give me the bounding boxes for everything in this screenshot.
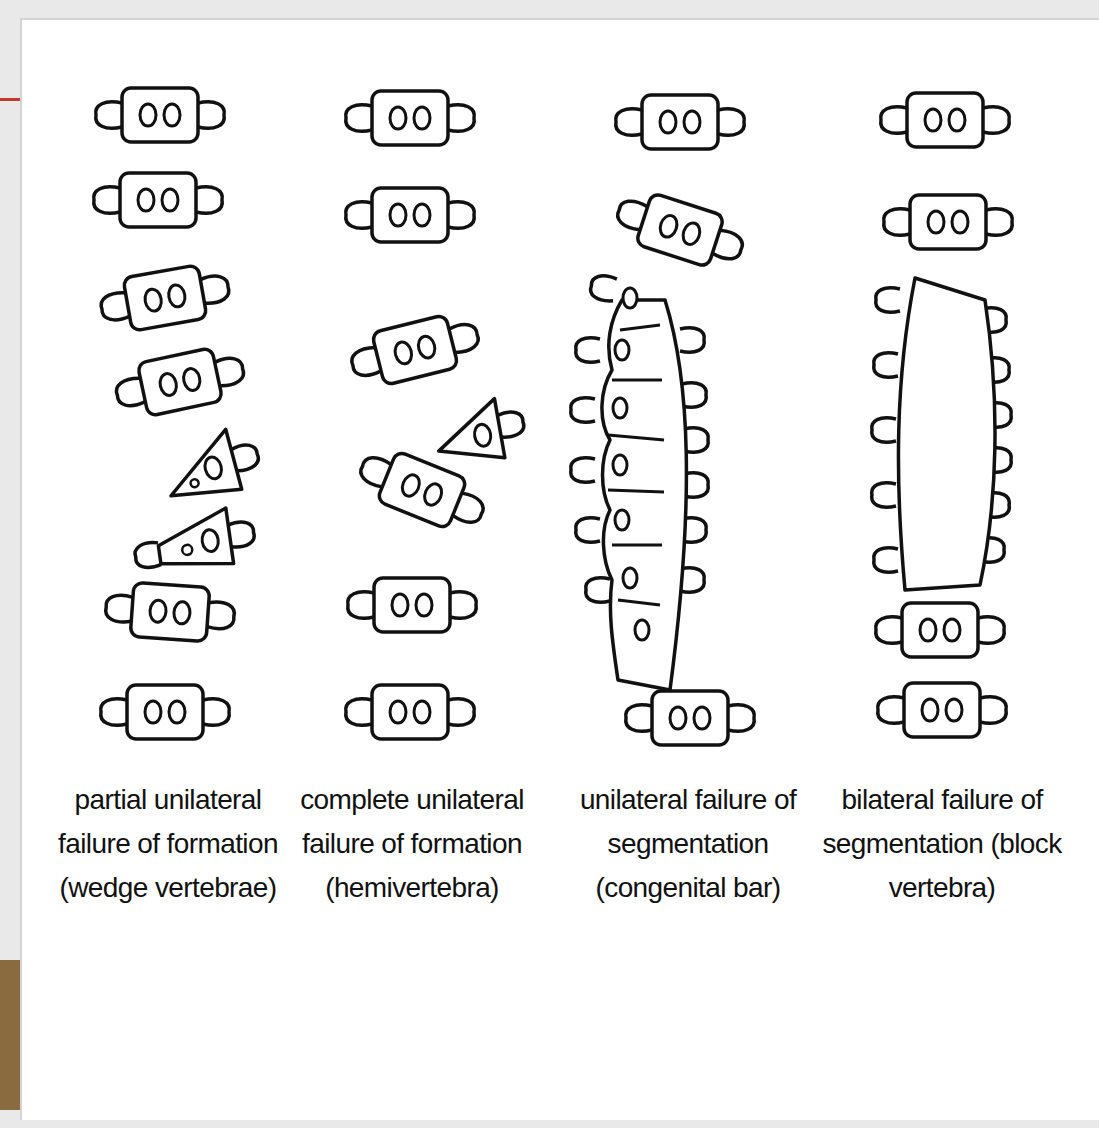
caption-label: partial unilateral failure of formation …	[48, 778, 288, 910]
caption-label: bilateral failure of segmentation (block…	[822, 778, 1062, 910]
caption-label: unilateral failure of segmentation (cong…	[568, 778, 808, 910]
caption-label: complete unilateral failure of formation…	[292, 778, 532, 910]
